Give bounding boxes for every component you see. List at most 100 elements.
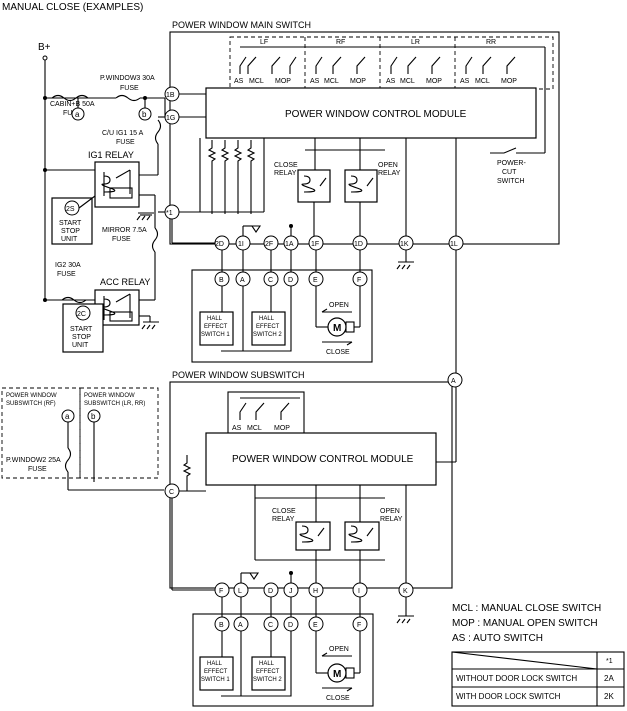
svg-text:D: D [288,277,293,284]
svg-text:POWER WINDOW CONTROL MODULE: POWER WINDOW CONTROL MODULE [232,454,414,465]
svg-text:1G: 1G [166,115,175,122]
svg-text:EFFECT: EFFECT [256,669,280,675]
bplus-label: B+ [38,42,51,53]
svg-text:C: C [169,489,174,496]
svg-text:FUSE: FUSE [116,139,135,146]
svg-text:B: B [219,277,224,284]
table-header: *1 [606,658,613,665]
main-motor-terminals: B A C D E F [214,271,368,287]
svg-text:CLOSE: CLOSE [274,162,298,169]
lf-switches: AS MCL MOP [234,56,297,85]
svg-text:D: D [288,622,293,629]
ig2-fuse [61,296,87,304]
svg-text:EFFECT: EFFECT [204,324,228,330]
svg-text:CUT: CUT [502,169,517,176]
svg-text:FUSE: FUSE [57,271,76,278]
svg-text:SUBSWITCH (RF): SUBSWITCH (RF) [6,401,56,407]
svg-text:POWER WINDOW CONTROL MODULE: POWER WINDOW CONTROL MODULE [285,109,467,120]
legend-as: AS : AUTO SWITCH [452,633,543,644]
svg-text:P.WINDOW3 30A: P.WINDOW3 30A [100,75,155,82]
sub-hall-switch-2 [251,656,286,691]
svg-text:2C: 2C [77,311,86,318]
svg-text:MCL: MCL [475,78,490,85]
svg-text:RELAY: RELAY [274,170,297,177]
svg-text:b: b [91,412,96,421]
svg-text:SWITCH 2: SWITCH 2 [253,677,282,683]
subswitch: POWER WINDOW SUBSWITCH A C AS MCL MOP PO… [164,370,463,707]
diagram-title: MANUAL CLOSE (EXAMPLES) [2,2,143,13]
connector-A [447,372,463,388]
sub-motor-unit [192,613,374,707]
sub-bottom-terminals: F L D J H I K [214,582,414,598]
svg-text:MOP: MOP [274,425,290,432]
svg-text:F: F [357,622,361,629]
main-switch: POWER WINDOW MAIN SWITCH LF RF LR RR AS … [158,20,560,375]
svg-text:*1: *1 [166,210,173,217]
svg-text:HALL: HALL [259,316,275,322]
start-stop-unit-2s [51,197,93,245]
svg-text:F: F [219,588,223,595]
svg-text:MCL: MCL [400,78,415,85]
mirror-fuse [151,227,159,253]
main-hall-switch-2 [251,311,286,346]
svg-text:HALL: HALL [259,661,275,667]
svg-text:1F: 1F [311,241,319,248]
svg-text:EFFECT: EFFECT [204,669,228,675]
svg-text:E: E [313,277,318,284]
svg-text:OPEN: OPEN [329,302,349,309]
svg-text:a: a [75,110,80,119]
svg-text:START: START [59,220,82,227]
svg-text:SWITCH 1: SWITCH 1 [201,332,230,338]
subswitch-title: POWER WINDOW SUBSWITCH [172,370,305,380]
resistor-array [200,138,265,214]
sub-open-relay [344,521,380,551]
ig1-relay-label: IG1 RELAY [88,150,134,160]
svg-text:SUBSWITCH (LR, RR): SUBSWITCH (LR, RR) [84,401,145,407]
svg-text:HALL: HALL [207,316,223,322]
group-rf: RF [336,39,345,46]
svg-text:C: C [268,622,273,629]
svg-text:IG2 30A: IG2 30A [55,262,81,269]
svg-text:A: A [451,378,456,385]
svg-text:MOP: MOP [350,78,366,85]
svg-text:SWITCH 1: SWITCH 1 [201,677,230,683]
svg-text:AS: AS [234,78,244,85]
svg-text:1B: 1B [166,92,175,99]
svg-text:b: b [142,110,147,119]
svg-text:MOP: MOP [275,78,291,85]
sub-close-relay [295,521,331,551]
svg-text:K: K [403,588,408,595]
svg-text:SWITCH 2: SWITCH 2 [253,332,282,338]
main-close-relay [297,169,331,203]
svg-text:SWITCH: SWITCH [497,178,525,185]
connector-table: *1 WITHOUT DOOR LOCK SWITCH 2A WITH DOOR… [451,651,625,707]
group-lr: LR [411,39,420,46]
svg-text:POWER WINDOW: POWER WINDOW [84,393,135,399]
cabin-fuse [51,94,89,102]
table-row-2-label: WITH DOOR LOCK SWITCH [456,692,561,701]
svg-text:1K: 1K [400,241,409,248]
svg-text:MOP: MOP [426,78,442,85]
svg-text:MCL: MCL [247,425,262,432]
svg-text:MIRROR 7.5A: MIRROR 7.5A [102,227,147,234]
power-cut-switch [490,147,545,154]
svg-text:STOP: STOP [72,334,91,341]
svg-text:AS: AS [232,425,242,432]
group-lf: LF [260,39,268,46]
svg-text:E: E [313,622,318,629]
pwindow2-fuse [64,447,72,473]
svg-text:FUSE: FUSE [112,236,131,243]
main-bottom-terminals: 2D 1I 2F 1A 1F 1D 1K 1L [214,235,464,251]
main-control-module [205,87,537,139]
svg-text:POWER-: POWER- [497,160,526,167]
svg-text:C/U IG1 15 A: C/U IG1 15 A [102,130,144,137]
svg-text:MCL: MCL [249,78,264,85]
svg-text:OPEN: OPEN [329,646,349,653]
acc-relay-label: ACC RELAY [100,277,150,287]
svg-text:CLOSE: CLOSE [326,695,350,702]
svg-text:B: B [219,622,224,629]
svg-text:H: H [313,588,318,595]
svg-text:AS: AS [310,78,320,85]
table-row-1-value: 2A [604,674,614,683]
